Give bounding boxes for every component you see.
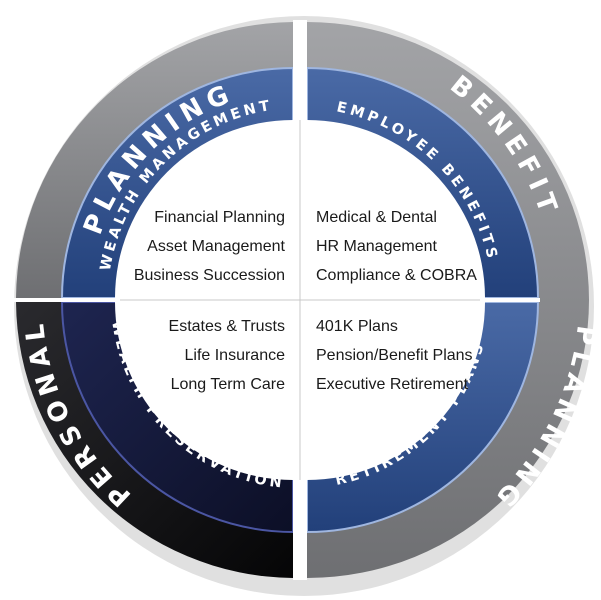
wealth-preservation-item: Long Term Care bbox=[171, 376, 286, 393]
center-quadrant-bottom-left bbox=[115, 302, 293, 480]
employee-benefits-item: Medical & Dental bbox=[316, 209, 437, 226]
wealth-management-item: Financial Planning bbox=[154, 209, 285, 226]
center-quadrant-top-right bbox=[307, 120, 485, 298]
retirement-plans-item: Pension/Benefit Plans bbox=[316, 347, 473, 364]
center-quadrant-bottom-right bbox=[307, 302, 485, 480]
center-quadrant-top-left bbox=[115, 120, 293, 298]
retirement-plans-item: Executive Retirement bbox=[316, 376, 469, 393]
wealth-management-item: Business Succession bbox=[134, 267, 285, 284]
wealth-management-item: Asset Management bbox=[147, 238, 285, 255]
employee-benefits-item: Compliance & COBRA bbox=[316, 267, 477, 284]
wealth-preservation-item: Life Insurance bbox=[184, 347, 285, 364]
retirement-plans-item: 401K Plans bbox=[316, 318, 398, 335]
employee-benefits-item: HR Management bbox=[316, 238, 438, 255]
wealth-preservation-item: Estates & Trusts bbox=[169, 318, 285, 335]
